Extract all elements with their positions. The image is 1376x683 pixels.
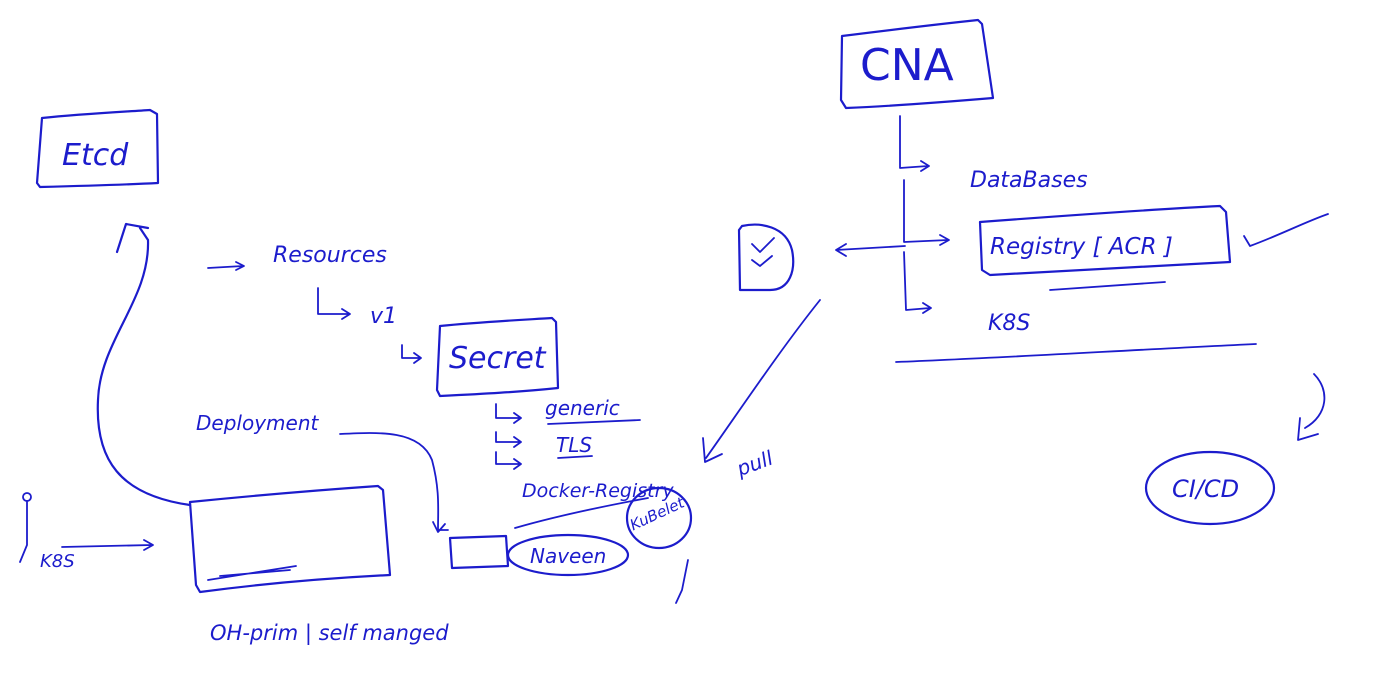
naveen-ellipse — [506, 533, 630, 577]
resources-label: Resources — [273, 243, 387, 268]
cna-tree: DataBases — [899, 115, 1088, 314]
k8s-right: K8S — [895, 311, 1257, 363]
k8s-left: K8S — [19, 492, 154, 572]
tls-label: TLS — [556, 433, 592, 457]
check-icon — [737, 223, 795, 292]
registry-to-check-arrow — [835, 243, 906, 257]
onprem-node: OH-prim | self manged — [188, 484, 449, 646]
resources-branch: Resources v1 — [207, 243, 422, 364]
onprem-label: OH-prim | self manged — [210, 621, 449, 646]
cna-node: CNA — [839, 18, 995, 110]
arrow-to-etcd — [96, 222, 192, 507]
deployment-label: Deployment — [196, 411, 319, 435]
cna-label: CNA — [860, 40, 954, 91]
deployment-branch: Deployment — [196, 411, 449, 533]
secret-label: Secret — [449, 341, 547, 376]
docker-registry-label: Docker-Registry — [522, 480, 674, 502]
etcd-label: Etcd — [62, 138, 129, 173]
registry-node: Registry [ ACR ] — [978, 204, 1329, 291]
secret-node: Secret — [435, 316, 560, 398]
naveen-label: Naveen — [530, 544, 606, 568]
cicd-node: CI/CD — [1144, 373, 1326, 526]
k8s-left-label: K8S — [40, 551, 75, 572]
etcd-node: Etcd — [35, 108, 160, 189]
pull-label: pull — [733, 446, 777, 482]
registry-label: Registry [ ACR ] — [990, 234, 1173, 260]
k8s-right-label: K8S — [988, 311, 1030, 336]
cicd-label: CI/CD — [1172, 475, 1239, 503]
generic-label: generic — [545, 396, 620, 420]
v1-label: v1 — [370, 304, 397, 329]
pull-arrow: pull — [702, 299, 821, 482]
databases-label: DataBases — [970, 168, 1088, 193]
pod-node: Naveen — [448, 533, 630, 577]
kubelet-node: KuBelet — [625, 486, 693, 604]
